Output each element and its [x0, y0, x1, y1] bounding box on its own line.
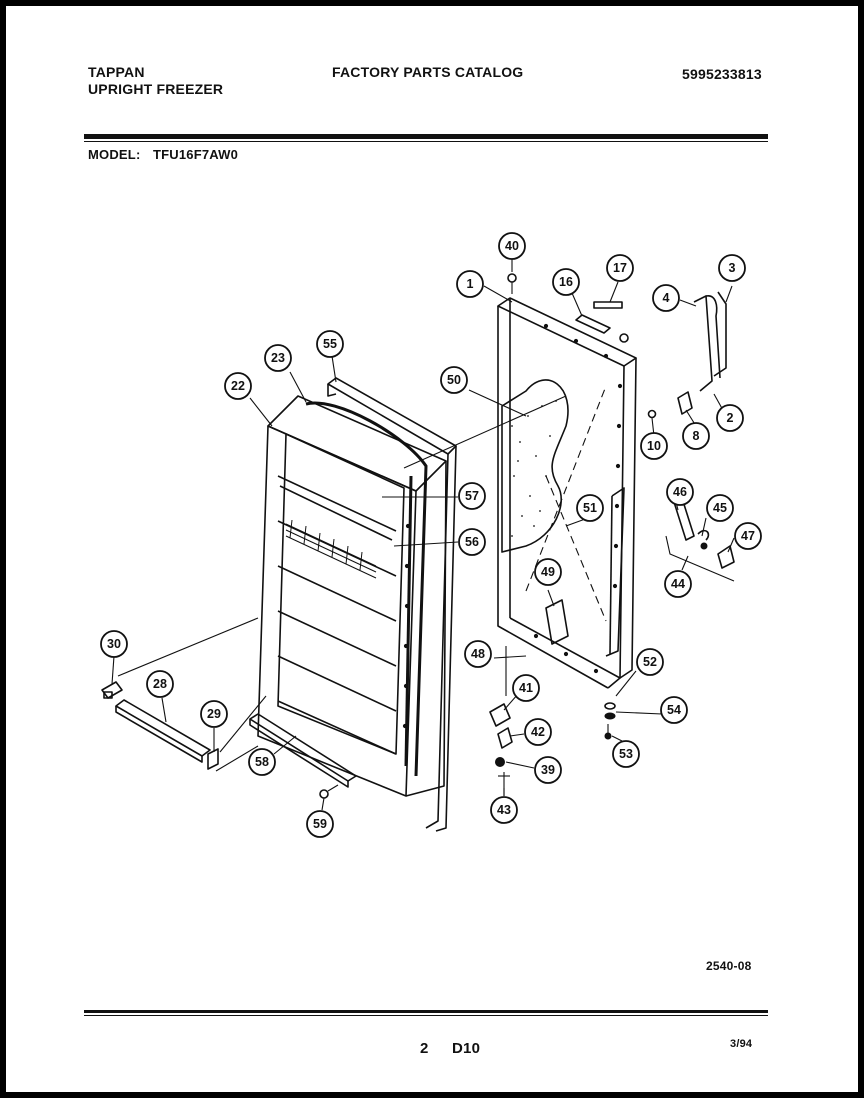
- page-number: 2: [420, 1040, 429, 1057]
- svg-text:39: 39: [541, 763, 555, 777]
- svg-text:29: 29: [207, 707, 221, 721]
- callout-42: 42: [524, 718, 552, 746]
- model-number: TFU16F7AW0: [153, 147, 239, 162]
- svg-text:1: 1: [467, 277, 474, 291]
- assembly-lines: [117, 395, 567, 772]
- catalog-number: 5995233813: [682, 66, 762, 82]
- callout-41: 41: [512, 674, 540, 702]
- callout-23: 23: [264, 344, 292, 372]
- cabinet-liner: [497, 273, 637, 689]
- footer-rule-thin: [84, 1015, 768, 1016]
- svg-text:58: 58: [255, 755, 269, 769]
- callout-54: 54: [660, 696, 688, 724]
- svg-text:8: 8: [693, 429, 700, 443]
- callout-16: 16: [552, 268, 580, 296]
- callout-29: 29: [200, 700, 228, 728]
- hinge-hardware: [647, 291, 735, 582]
- svg-text:51: 51: [583, 501, 597, 515]
- svg-text:49: 49: [541, 565, 555, 579]
- svg-text:23: 23: [271, 351, 285, 365]
- callout-53: 53: [612, 740, 640, 768]
- callout-51: 51: [576, 494, 604, 522]
- callout-56: 56: [458, 528, 486, 556]
- door-outer-panel: [327, 377, 457, 832]
- svg-text:22: 22: [231, 379, 245, 393]
- model-label: MODEL:: [88, 147, 141, 162]
- leader-lines: [111, 259, 735, 811]
- callout-1: 1: [456, 270, 484, 298]
- svg-text:53: 53: [619, 747, 633, 761]
- callout-4: 4: [652, 284, 680, 312]
- callout-40: 40: [498, 232, 526, 260]
- svg-text:4: 4: [663, 291, 670, 305]
- svg-text:50: 50: [447, 373, 461, 387]
- section-code: D10: [452, 1040, 481, 1057]
- callout-59: 59: [306, 810, 334, 838]
- svg-text:57: 57: [465, 489, 479, 503]
- svg-text:17: 17: [613, 261, 627, 275]
- svg-text:40: 40: [505, 239, 519, 253]
- parts-catalog-page: TAPPAN UPRIGHT FREEZER FACTORY PARTS CAT…: [6, 6, 858, 1092]
- callout-39: 39: [534, 756, 562, 784]
- svg-text:43: 43: [497, 803, 511, 817]
- svg-text:47: 47: [741, 529, 755, 543]
- callout-43: 43: [490, 796, 518, 824]
- callout-47: 47: [734, 522, 762, 550]
- svg-text:45: 45: [713, 501, 727, 515]
- bottom-hinge-parts: [489, 702, 616, 796]
- svg-text:42: 42: [531, 725, 545, 739]
- svg-text:16: 16: [559, 275, 573, 289]
- svg-text:10: 10: [647, 439, 661, 453]
- svg-text:44: 44: [671, 577, 685, 591]
- date-code: 3/94: [730, 1038, 753, 1050]
- header-rule-thick: [84, 134, 768, 139]
- callout-3: 3: [718, 254, 746, 282]
- drawing-number: 2540-08: [706, 959, 752, 973]
- callout-45: 45: [706, 494, 734, 522]
- callout-58: 58: [248, 748, 276, 776]
- svg-text:46: 46: [673, 485, 687, 499]
- footer-rule-thick: [84, 1010, 768, 1013]
- catalog-title: FACTORY PARTS CATALOG: [332, 64, 524, 80]
- svg-text:30: 30: [107, 637, 121, 651]
- svg-text:2: 2: [727, 411, 734, 425]
- callout-10: 10: [640, 432, 668, 460]
- callout-50: 50: [440, 366, 468, 394]
- product-name: UPRIGHT FREEZER: [88, 81, 224, 97]
- callout-17: 17: [606, 254, 634, 282]
- callout-2: 2: [716, 404, 744, 432]
- callout-8: 8: [682, 422, 710, 450]
- svg-text:56: 56: [465, 535, 479, 549]
- svg-text:55: 55: [323, 337, 337, 351]
- callout-22: 22: [224, 372, 252, 400]
- callout-28: 28: [146, 670, 174, 698]
- svg-text:54: 54: [667, 703, 681, 717]
- svg-text:41: 41: [519, 681, 533, 695]
- exploded-parts-diagram: 1 2 3 4 8 10 16 17 22 23 28 29 30 39 40 …: [100, 232, 762, 838]
- callout-57: 57: [458, 482, 486, 510]
- callout-48: 48: [464, 640, 492, 668]
- brand-name: TAPPAN: [88, 64, 145, 80]
- door-liner: [257, 395, 447, 797]
- svg-text:52: 52: [643, 655, 657, 669]
- callout-46: 46: [666, 478, 694, 506]
- svg-text:59: 59: [313, 817, 327, 831]
- callout-55: 55: [316, 330, 344, 358]
- svg-text:28: 28: [153, 677, 167, 691]
- svg-text:3: 3: [729, 261, 736, 275]
- callout-52: 52: [636, 648, 664, 676]
- callout-49: 49: [534, 558, 562, 586]
- door-trim-parts: [101, 681, 357, 799]
- header-rule-thin: [84, 141, 768, 142]
- callout-44: 44: [664, 570, 692, 598]
- svg-text:48: 48: [471, 647, 485, 661]
- callout-30: 30: [100, 630, 128, 658]
